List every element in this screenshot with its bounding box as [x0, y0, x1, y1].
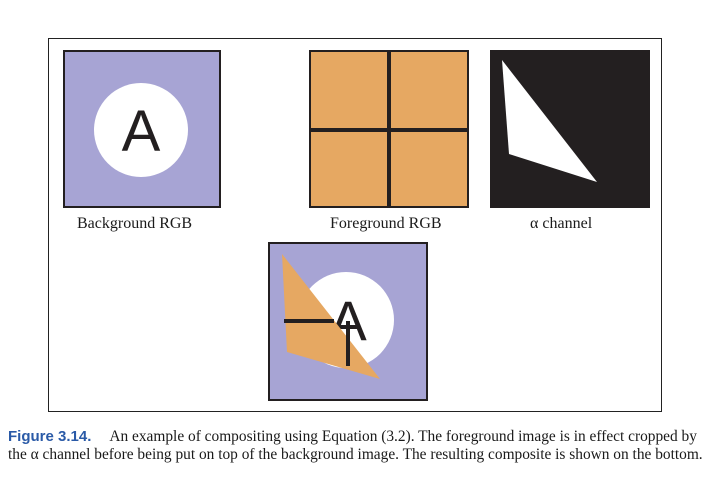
- figure-caption: Figure 3.14. An example of compositing u…: [8, 428, 708, 464]
- caption-text: An example of compositing using Equation…: [8, 428, 703, 463]
- background-rgb-image: A: [63, 50, 221, 208]
- background-letter: A: [122, 99, 161, 164]
- background-fill: [63, 50, 221, 208]
- foreground-rgb-label: Foreground RGB: [330, 215, 442, 232]
- white-circle: [94, 83, 188, 177]
- alpha-channel-label: α channel: [530, 215, 593, 232]
- figure-frame: [48, 38, 662, 412]
- composite-image: A: [268, 242, 428, 401]
- caption-label: Figure 3.14.: [8, 428, 107, 445]
- alpha-white-triangle: [502, 60, 597, 182]
- composite-foreground-triangle: [282, 254, 380, 379]
- foreground-rgb-image: [309, 50, 469, 208]
- background-rgb-label: Background RGB: [77, 215, 193, 232]
- alpha-channel-image: [490, 50, 650, 208]
